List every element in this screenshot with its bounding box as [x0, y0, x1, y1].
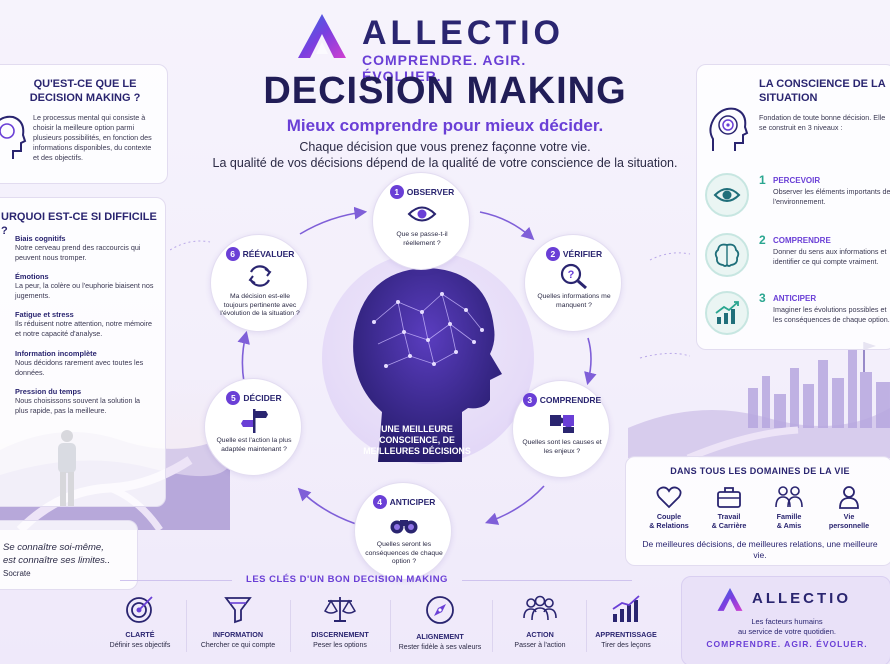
- brand-name: ALLECTIO: [362, 14, 564, 52]
- cycle-arrows: [170, 206, 690, 525]
- life-domains-card: DANS TOUS LES DOMAINES DE LA VIE Couple&…: [625, 456, 890, 566]
- intro-line-2: La qualité de vos décisions dépend de la…: [212, 156, 678, 170]
- target-head-icon: [709, 107, 749, 151]
- divider: [586, 600, 587, 652]
- what-is-title: QU'EST-CE QUE LE DECISION MAKING ?: [29, 78, 141, 104]
- situation-level: 3 ANTICIPER Imaginer les évolutions poss…: [705, 291, 890, 341]
- divider: [186, 600, 187, 652]
- binoculars-icon: [390, 520, 418, 534]
- refresh-icon: [248, 265, 272, 287]
- why-item: Biais cognitifs Notre cerveau prend des …: [15, 234, 141, 262]
- puzzle-icon: [550, 415, 574, 433]
- brand-card-tagline: COMPRENDRE. AGIR. ÉVOLUER.: [706, 639, 868, 649]
- briefcase-icon: [717, 487, 741, 508]
- person-icon: [839, 486, 859, 509]
- why-item: Pression du temps Nous choisissons souve…: [15, 387, 141, 415]
- compass-icon: [426, 596, 454, 624]
- situation-intro: Fondation de toute bonne décision. Elle …: [759, 113, 886, 132]
- intro-line-1: Chaque décision que vous prenez façonne …: [299, 140, 591, 154]
- brain-icon: [714, 243, 740, 267]
- why-difficult-card: URQUOI EST-CE SI DIFFICILE ? Biais cogni…: [0, 197, 166, 507]
- divider: [290, 600, 291, 652]
- signpost-icon: [241, 409, 268, 433]
- divider: [492, 600, 493, 652]
- city-skyline-illustration: [628, 342, 890, 458]
- situation-level: 1 PERCEVOIR Observer les éléments import…: [705, 173, 890, 223]
- key-item: APPRENTISSAGE Tirer des leçons: [578, 594, 674, 649]
- head-silhouette-icon: [353, 268, 502, 462]
- heart-icon: [656, 486, 682, 509]
- situation-awareness-card: LA CONSCIENCE DE LA SITUATION Fondation …: [696, 64, 890, 350]
- key-item: INFORMATION Chercher ce qui compte: [190, 594, 286, 649]
- why-item: Information incomplète Nous décidons rar…: [15, 349, 144, 377]
- divider: [120, 580, 232, 581]
- funnel-icon: [224, 597, 252, 624]
- bar-chart-icon: [612, 595, 640, 622]
- key-item: ALIGNEMENT Rester fidèle à ses valeurs: [392, 594, 488, 651]
- head-brain-icon: [0, 115, 27, 159]
- growth-chart-icon: [715, 301, 739, 324]
- target-icon: [126, 596, 153, 623]
- domain-item: Couple& Relations: [640, 485, 698, 530]
- key-item: ACTION Passer à l'action: [492, 594, 588, 649]
- what-is-text: Le processus mental qui consiste à chois…: [33, 113, 152, 162]
- domain-item: Travail& Carrière: [700, 485, 758, 530]
- brand-tagline: COMPRENDRE. AGIR. ÉVOLUER.: [362, 52, 527, 84]
- magnifier-question-icon: ?: [560, 263, 587, 289]
- divider: [390, 600, 391, 652]
- brand-card-name: ALLECTIO: [752, 590, 851, 607]
- page-subtitle: Mieux comprendre pour mieux décider.: [286, 116, 604, 135]
- life-domains-footer: De meilleures décisions, de meilleures r…: [642, 539, 878, 560]
- allectio-logo-icon: [717, 588, 743, 611]
- svg-text:?: ?: [568, 269, 575, 281]
- quote-author: Socrate: [3, 569, 31, 578]
- page-title: DECISION MAKING: [263, 70, 627, 112]
- why-item: Émotions La peur, la colère ou l'euphori…: [15, 272, 154, 300]
- team-icon: [523, 595, 557, 621]
- what-is-card: QU'EST-CE QUE LE DECISION MAKING ? Le pr…: [0, 64, 168, 184]
- allectio-logo-icon: [298, 14, 346, 58]
- eye-icon: [713, 188, 741, 202]
- situation-title: LA CONSCIENCE DE LA SITUATION: [759, 78, 886, 104]
- brand-card: ALLECTIO Les facteurs humains au service…: [681, 576, 890, 664]
- brand-card-text: Les facteurs humains au service de votre…: [738, 617, 836, 636]
- domain-item: Famille& Amis: [760, 485, 818, 530]
- brand-logo: ALLECTIO COMPRENDRE. AGIR. ÉVOLUER.: [296, 10, 586, 84]
- eye-icon: [407, 206, 437, 222]
- why-difficult-title: URQUOI EST-CE SI DIFFICILE ?: [1, 211, 157, 237]
- divider: [462, 580, 632, 581]
- family-icon: [775, 486, 803, 508]
- keys-title: LES CLÉS D'UN BON DECISION MAKING: [246, 574, 448, 585]
- quote-text: Se connaître soi-même, est connaître ses…: [3, 542, 111, 566]
- key-item: CLARTÉ Définir ses objectifs: [92, 594, 188, 649]
- center-message: UNE MEILLEURE CONSCIENCE, DE MEILLEURES …: [363, 424, 471, 456]
- key-item: DISCERNEMENT Peser les options: [292, 594, 388, 649]
- why-item: Fatigue et stress Ils réduisent notre at…: [15, 310, 153, 338]
- situation-level: 2 COMPRENDRE Donner du sens aux informat…: [705, 233, 890, 283]
- quote-card: Se connaître soi-même, est connaître ses…: [0, 520, 138, 590]
- scales-icon: [324, 597, 356, 622]
- life-domains-title: DANS TOUS LES DOMAINES DE LA VIE: [670, 466, 850, 476]
